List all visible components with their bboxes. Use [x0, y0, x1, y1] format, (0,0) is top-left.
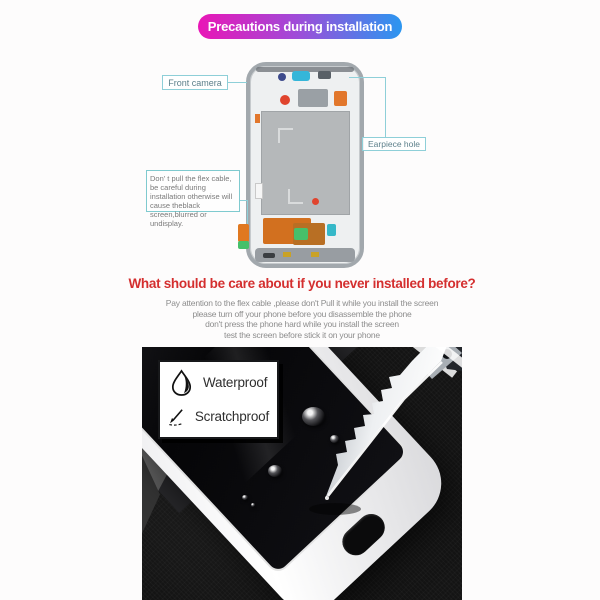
- feature-label: Scratchproof: [194, 409, 269, 424]
- gold-contact: [283, 252, 291, 257]
- water-drop: [330, 435, 339, 443]
- callout-line: [385, 77, 386, 137]
- feature-row-scratchproof: Scratchproof: [168, 403, 269, 430]
- red-sticker-small: [312, 198, 319, 205]
- callout-line: [349, 77, 386, 78]
- side-flex-connector: [238, 224, 249, 242]
- callout-line: [247, 200, 248, 224]
- feature-label-box: Waterproof Scratchproof: [158, 360, 279, 439]
- knife-tip-glint: [325, 496, 329, 500]
- top-components-strip: [256, 67, 354, 72]
- front-camera-lens: [278, 73, 286, 81]
- advice-line: test the screen before stick it on your …: [224, 329, 380, 340]
- gold-contact: [311, 252, 319, 257]
- panel-mark: [288, 189, 303, 204]
- warning-heading: What should be care about if you never i…: [128, 276, 476, 291]
- callout-front-camera: Front camera: [162, 75, 228, 90]
- callout-line: [228, 82, 247, 83]
- flex-cable-area: [263, 216, 348, 250]
- handle-light-streak: [426, 347, 462, 380]
- camera-module: [292, 71, 310, 81]
- earpiece-part: [318, 71, 331, 79]
- advice-paragraph: Pay attention to the flex cable ,please …: [92, 298, 512, 340]
- advice-line: don't press the phone hard while you ins…: [205, 319, 399, 329]
- display-back-panel: [261, 111, 350, 215]
- feature-row-waterproof: Waterproof: [168, 369, 269, 396]
- knife-shadow: [309, 503, 361, 515]
- cyan-sticker: [327, 224, 336, 236]
- callout-flex-cable-note: Don' t pull the flex cable, be careful d…: [146, 170, 240, 228]
- bottom-frame-bar: [255, 248, 355, 262]
- red-sticker: [280, 95, 290, 105]
- gray-component: [298, 89, 328, 107]
- water-drop: [302, 407, 325, 426]
- callout-earpiece-hole: Earpiece hole: [362, 137, 426, 151]
- phone-frame-illustration: [246, 62, 364, 268]
- title-badge: Precautions during installation: [198, 14, 402, 39]
- knife-blade: [325, 347, 447, 499]
- advice-line: Pay attention to the flex cable ,please …: [165, 298, 439, 308]
- green-sticker: [294, 228, 308, 240]
- panel-mark: [278, 128, 293, 143]
- orange-sticker: [334, 91, 347, 106]
- water-drop-icon: [171, 369, 192, 396]
- orange-tab: [255, 114, 260, 123]
- side-flex-connector-tip: [238, 241, 249, 249]
- water-drop: [251, 503, 255, 507]
- knife-edge-highlight: [327, 361, 443, 497]
- bottom-connector: [263, 253, 275, 258]
- knife-illustration: [309, 347, 462, 515]
- advice-line: please turn off your phone before you di…: [192, 308, 412, 319]
- feature-label: Waterproof: [203, 375, 268, 390]
- water-drop: [268, 465, 282, 477]
- callout-line: [240, 200, 248, 201]
- tempered-glass-photo: Waterproof Scratchproof: [142, 347, 462, 600]
- white-sticker: [255, 183, 263, 199]
- scratch-icon: [169, 409, 183, 426]
- water-drop: [242, 495, 248, 500]
